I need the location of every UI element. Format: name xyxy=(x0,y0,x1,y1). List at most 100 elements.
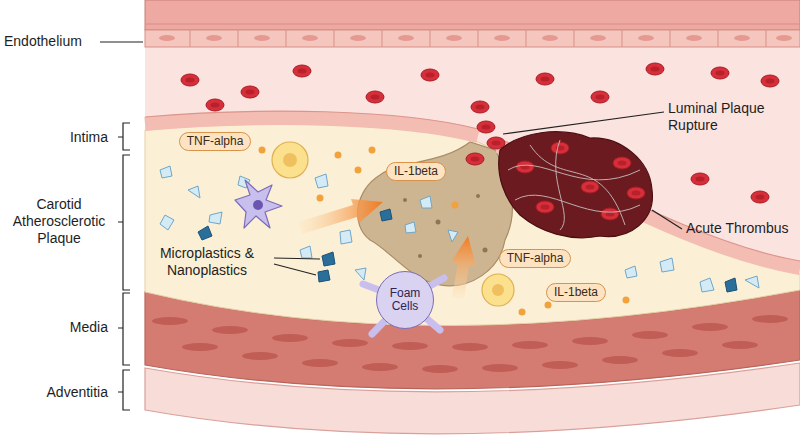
cytokine-dot xyxy=(369,147,376,154)
cytokine-label: TNF-alpha xyxy=(187,134,244,148)
necrotic-core xyxy=(358,142,513,286)
plastic-fragment xyxy=(160,215,174,230)
nucleus xyxy=(350,35,366,41)
bracket xyxy=(118,370,130,410)
nanoplastic-fragment xyxy=(318,270,330,282)
muscle-cell xyxy=(212,326,248,334)
core-debris xyxy=(403,194,488,258)
debris xyxy=(483,248,488,253)
endothelium-band xyxy=(145,30,800,47)
cytokine-dot xyxy=(623,297,630,304)
red-blood-cell xyxy=(293,65,311,77)
red-blood-cell xyxy=(181,74,199,86)
orange-arrow xyxy=(451,236,476,299)
red-blood-cell xyxy=(536,201,554,213)
red-blood-cell xyxy=(466,153,484,165)
muscle-cell xyxy=(302,359,338,367)
red-blood-cell xyxy=(581,181,599,193)
part-label: Intima xyxy=(4,129,108,146)
red-blood-cell xyxy=(516,161,534,173)
muscle-cell xyxy=(572,337,608,345)
debris xyxy=(403,198,407,202)
plastic-fragment xyxy=(420,196,432,208)
muscle-cell xyxy=(362,363,398,371)
plastic-fragment xyxy=(209,212,222,224)
plaque-fill xyxy=(145,124,800,325)
muscle-cell xyxy=(662,349,698,357)
cytokine-label: IL-1beta xyxy=(554,285,598,299)
debris xyxy=(476,194,480,198)
red-blood-cell xyxy=(711,67,729,79)
muscle-cell xyxy=(692,323,728,331)
muscle-cell xyxy=(602,356,638,364)
muscle-cell xyxy=(242,352,278,360)
plastic-fragment xyxy=(660,258,674,272)
red-blood-cell xyxy=(536,73,554,85)
nucleus xyxy=(734,35,750,41)
nucleus xyxy=(159,35,175,41)
part-label: Endothelium xyxy=(4,33,104,50)
red-blood-cell xyxy=(206,99,224,111)
muscle-cell xyxy=(422,365,458,373)
muscle-cell xyxy=(722,341,758,349)
red-blood-cell xyxy=(487,137,505,149)
outer-wall xyxy=(145,0,800,30)
red-blood-cell xyxy=(761,75,779,87)
intima-edge xyxy=(145,111,478,129)
nucleus xyxy=(398,35,414,41)
red-blood-cell xyxy=(646,63,664,75)
cytokine-dot xyxy=(545,302,552,309)
muscle-cell xyxy=(452,343,488,351)
nucleus xyxy=(302,35,318,41)
part-label: Acute Thrombus xyxy=(686,220,794,237)
macrophage xyxy=(482,274,514,306)
thrombus-mass xyxy=(499,132,653,238)
leader-lines xyxy=(274,112,682,275)
red-blood-cell xyxy=(241,86,259,98)
plastic-fragment xyxy=(300,246,312,258)
plastic-fragment xyxy=(745,276,759,288)
red-blood-cell xyxy=(366,91,384,103)
cell-nuclei xyxy=(159,35,792,41)
plastic-fragment xyxy=(448,230,458,242)
leader-line xyxy=(503,112,664,134)
muscle-cell xyxy=(272,334,308,342)
red-blood-cell xyxy=(591,91,609,103)
part-label: Media xyxy=(4,319,108,336)
cytokine-dots xyxy=(259,147,630,316)
cell-nucleus xyxy=(253,200,263,210)
bracket xyxy=(118,293,130,365)
cell-label: Foam Cells xyxy=(385,287,425,313)
plastic-fragment xyxy=(315,174,328,188)
nanoplastic-fragment xyxy=(380,209,392,221)
nucleus xyxy=(686,35,702,41)
muscle-cell xyxy=(542,361,578,369)
bracket xyxy=(118,123,130,150)
debris xyxy=(418,254,422,258)
debris xyxy=(436,220,441,225)
muscle-cell xyxy=(392,342,428,350)
nucleus xyxy=(494,35,510,41)
layer-brackets xyxy=(100,42,143,410)
plastic-fragment xyxy=(625,266,637,278)
nucleus xyxy=(776,35,792,41)
cytokine-dot xyxy=(355,167,362,174)
macrophage xyxy=(272,142,308,178)
cell-nucleus xyxy=(283,153,297,167)
bracket xyxy=(118,155,130,290)
thrombus xyxy=(499,132,653,238)
intima-layer xyxy=(145,111,800,268)
nanoplastic-fragment xyxy=(198,226,212,240)
plastic-fragment xyxy=(700,278,714,292)
cell-nucleus xyxy=(492,284,504,296)
plastic-fragment xyxy=(355,268,366,280)
plastic-fragment xyxy=(340,230,352,244)
cytokine-pill: TNF-alpha xyxy=(499,249,572,268)
red-blood-cell xyxy=(471,101,489,113)
plastic-fragment xyxy=(188,186,200,198)
muscle-cell xyxy=(512,341,548,349)
cytokine-dot xyxy=(259,147,266,154)
orange-arrow xyxy=(298,199,383,234)
